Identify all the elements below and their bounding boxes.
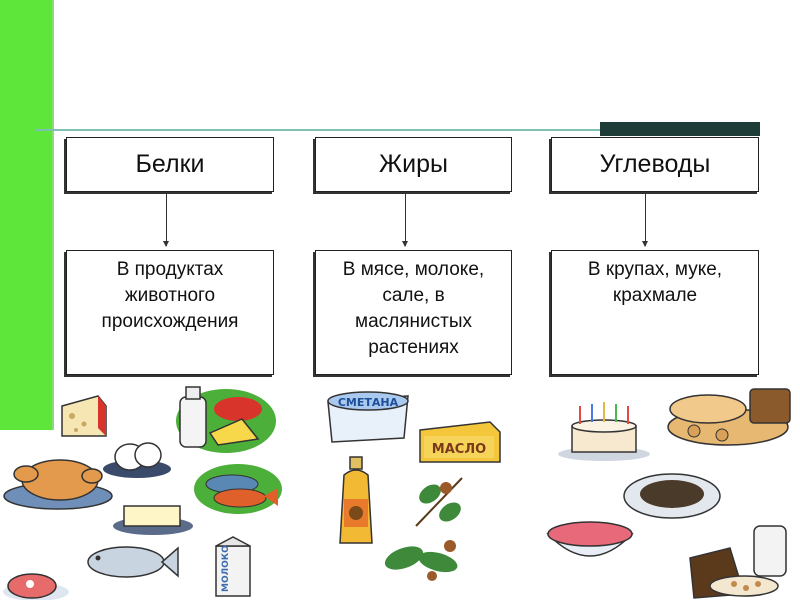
flour-jug-icon (689, 525, 787, 599)
left-green-bar (0, 0, 52, 430)
carbs-description: В крупах, муке, крахмале (587, 259, 723, 306)
hazelnut-branch-icon (415, 477, 463, 527)
smetana-label: СМЕТАНА (338, 396, 399, 409)
left-green-bar-edge (52, 0, 54, 430)
cheese-wedge-icon (61, 395, 107, 437)
proteins-arrow (163, 194, 169, 247)
moloko-label: МОЛОКО (221, 545, 231, 592)
carbs-arrow (642, 194, 648, 247)
maslo-label: МАСЛО (432, 442, 486, 457)
birthday-cake-icon (558, 402, 650, 461)
carbs-header: Углеводы (551, 137, 759, 192)
butter-block-icon (113, 505, 193, 535)
oil-bottle-icon (339, 456, 373, 544)
buckwheat-plate-icon (623, 473, 721, 519)
proteins-title: Белки (135, 150, 205, 178)
nut-leaves-icon (384, 540, 458, 581)
pasta-bowl-icon (546, 521, 634, 557)
fats-description: В мясе, молоке, сале, в маслянистых раст… (342, 259, 485, 358)
header-dark-bar (600, 122, 760, 136)
fish-icon (87, 546, 179, 578)
sour-cream-tub-icon: СМЕТАНА (327, 391, 409, 443)
proteins-description: В продуктах животного происхождения (101, 259, 239, 332)
proteins-description-box: В продуктах животного происхождения (66, 250, 274, 375)
meat-icon (3, 573, 69, 600)
carbs-description-box: В крупах, муке, крахмале (551, 250, 759, 375)
carbs-title: Углеводы (599, 150, 711, 178)
proteins-header: Белки (66, 137, 274, 192)
fats-title: Жиры (379, 150, 448, 178)
milk-carton-icon: МОЛОКО (215, 536, 251, 597)
fats-arrow (402, 194, 408, 247)
bread-basket-icon (667, 388, 791, 446)
milk-bottle-cheese-icon (176, 386, 276, 453)
fats-description-box: В мясе, молоке, сале, в маслянистых раст… (315, 250, 512, 375)
fats-header: Жиры (315, 137, 512, 192)
roast-chicken-icon (3, 459, 113, 510)
eggs-icon (103, 442, 171, 478)
fish-platter-icon (194, 464, 282, 514)
header-rule (36, 129, 758, 131)
butter-pack-icon: МАСЛО (419, 421, 501, 463)
